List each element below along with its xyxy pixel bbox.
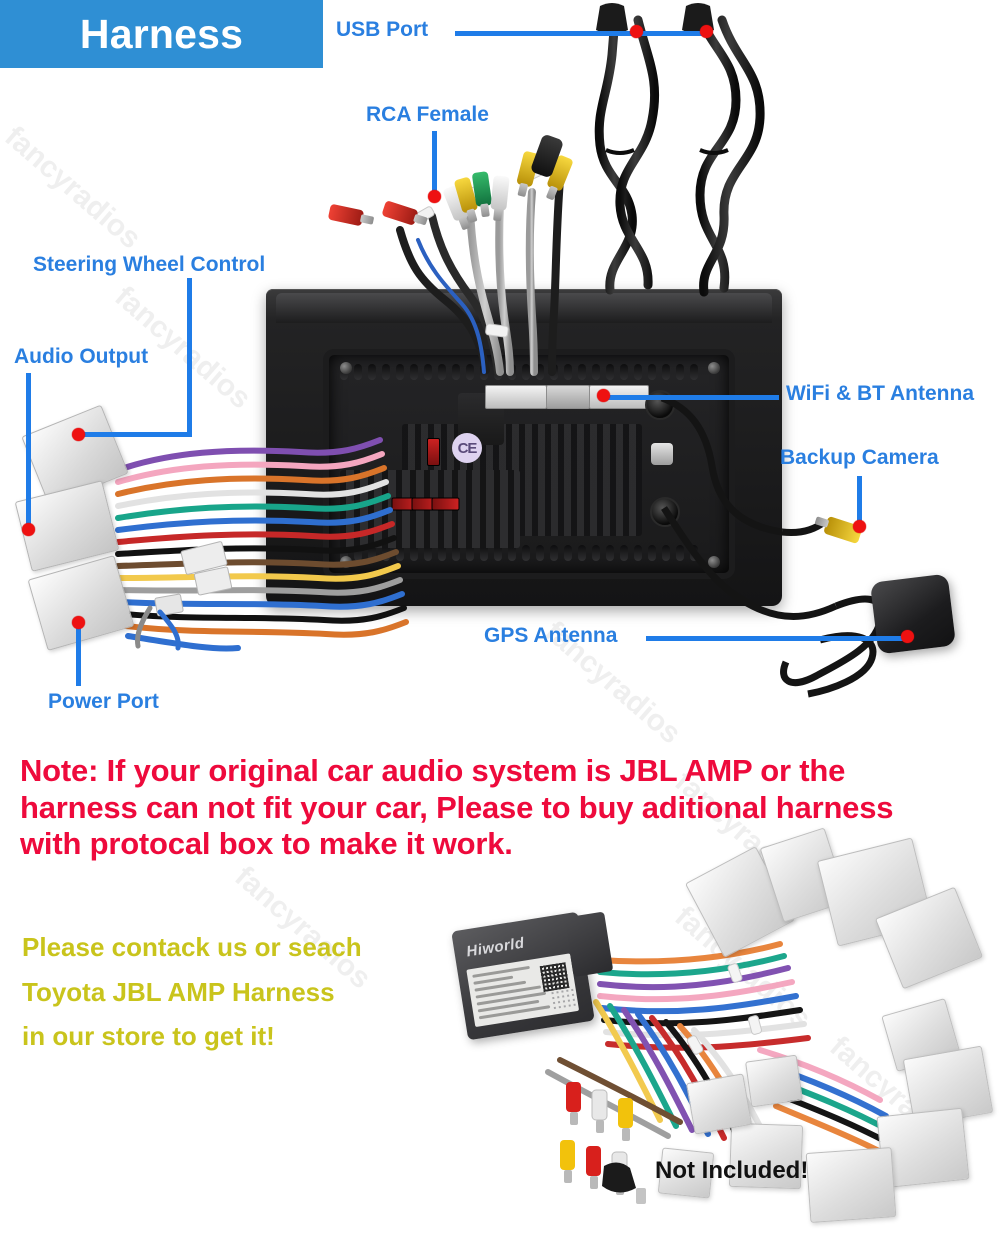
contact-line-2: Toyota JBL AMP Harness bbox=[22, 976, 335, 1007]
speaker-grill bbox=[549, 986, 579, 1011]
fuse bbox=[431, 497, 460, 511]
rca-plug-green bbox=[471, 171, 493, 218]
gps-antenna-puck bbox=[869, 573, 957, 655]
hotspot-power-port bbox=[72, 616, 85, 629]
power-port-connector bbox=[27, 555, 135, 651]
label-audio-output: Audio Output bbox=[14, 345, 149, 368]
screw bbox=[708, 362, 720, 374]
fuse bbox=[427, 438, 440, 466]
protocol-box-connector-tab bbox=[564, 911, 614, 978]
leader-swc-horizontal bbox=[76, 432, 192, 437]
ce-mark-badge: CE bbox=[452, 433, 482, 463]
hotspot-steering-wheel-control bbox=[72, 428, 85, 441]
board-connector-left bbox=[485, 385, 547, 409]
note-text: Note: If your original car audio system … bbox=[20, 753, 985, 863]
hotspot-gps-antenna bbox=[901, 630, 914, 643]
leader-gps-antenna bbox=[646, 636, 905, 641]
hotspot-usb-port-1 bbox=[630, 25, 643, 38]
board-connector-mid bbox=[546, 385, 590, 409]
gps-jack bbox=[650, 497, 680, 527]
screw bbox=[340, 362, 352, 374]
header-bar: Harness bbox=[0, 0, 323, 68]
sd-slot bbox=[651, 443, 673, 465]
note-line-1: Note: If your original car audio system … bbox=[20, 753, 846, 788]
label-steering-wheel-control: Steering Wheel Control bbox=[33, 253, 266, 276]
note-line-3: with protocal box to make it work. bbox=[20, 826, 513, 862]
protocol-box-brand: Hiworld bbox=[465, 934, 526, 961]
watermark: fancyradios bbox=[0, 120, 148, 256]
harness-connector bbox=[685, 1073, 753, 1135]
label-wifi-bt-antenna: WiFi & BT Antenna bbox=[786, 382, 975, 405]
note-line-2: harness can not fit your car, Please to … bbox=[20, 789, 894, 825]
vent-row-top bbox=[340, 364, 698, 380]
label-backup-camera: Backup Camera bbox=[780, 446, 939, 469]
leader-backup-camera bbox=[857, 476, 862, 526]
rca-plug-red bbox=[381, 200, 428, 226]
rca-plug-red bbox=[327, 203, 375, 227]
hotspot-rca-female bbox=[428, 190, 441, 203]
leader-rca-female bbox=[432, 131, 437, 197]
screw bbox=[708, 556, 720, 568]
contact-line-3: in our store to get it! bbox=[22, 1021, 275, 1052]
page-title: Harness bbox=[79, 10, 244, 57]
leader-audio-output bbox=[26, 373, 31, 531]
leader-wifi-bt-antenna bbox=[601, 395, 779, 400]
hotspot-audio-output bbox=[22, 523, 35, 536]
label-gps-antenna: GPS Antenna bbox=[484, 624, 618, 647]
label-usb-port: USB Port bbox=[336, 18, 429, 41]
contact-text: Please contack us or seach Toyota JBL AM… bbox=[22, 925, 362, 1059]
rca-plug-white bbox=[490, 175, 510, 222]
hotspot-usb-port-2 bbox=[700, 25, 713, 38]
leader-swc-vertical bbox=[187, 278, 192, 437]
not-included-label: Not Included! bbox=[655, 1157, 809, 1184]
harness-connector bbox=[805, 1147, 897, 1223]
label-power-port: Power Port bbox=[48, 690, 159, 713]
protocol-box: Hiworld bbox=[451, 911, 614, 1041]
leader-usb-port bbox=[455, 31, 705, 36]
screw bbox=[340, 556, 352, 568]
head-unit-top-lip bbox=[276, 293, 772, 323]
leader-power-port bbox=[76, 620, 81, 686]
hotspot-backup-camera bbox=[853, 520, 866, 533]
label-rca-female: RCA Female bbox=[366, 103, 489, 126]
contact-line-1: Please contack us or seach bbox=[22, 932, 362, 962]
hotspot-wifi-bt-antenna bbox=[597, 389, 610, 402]
harness-connector bbox=[745, 1054, 803, 1108]
